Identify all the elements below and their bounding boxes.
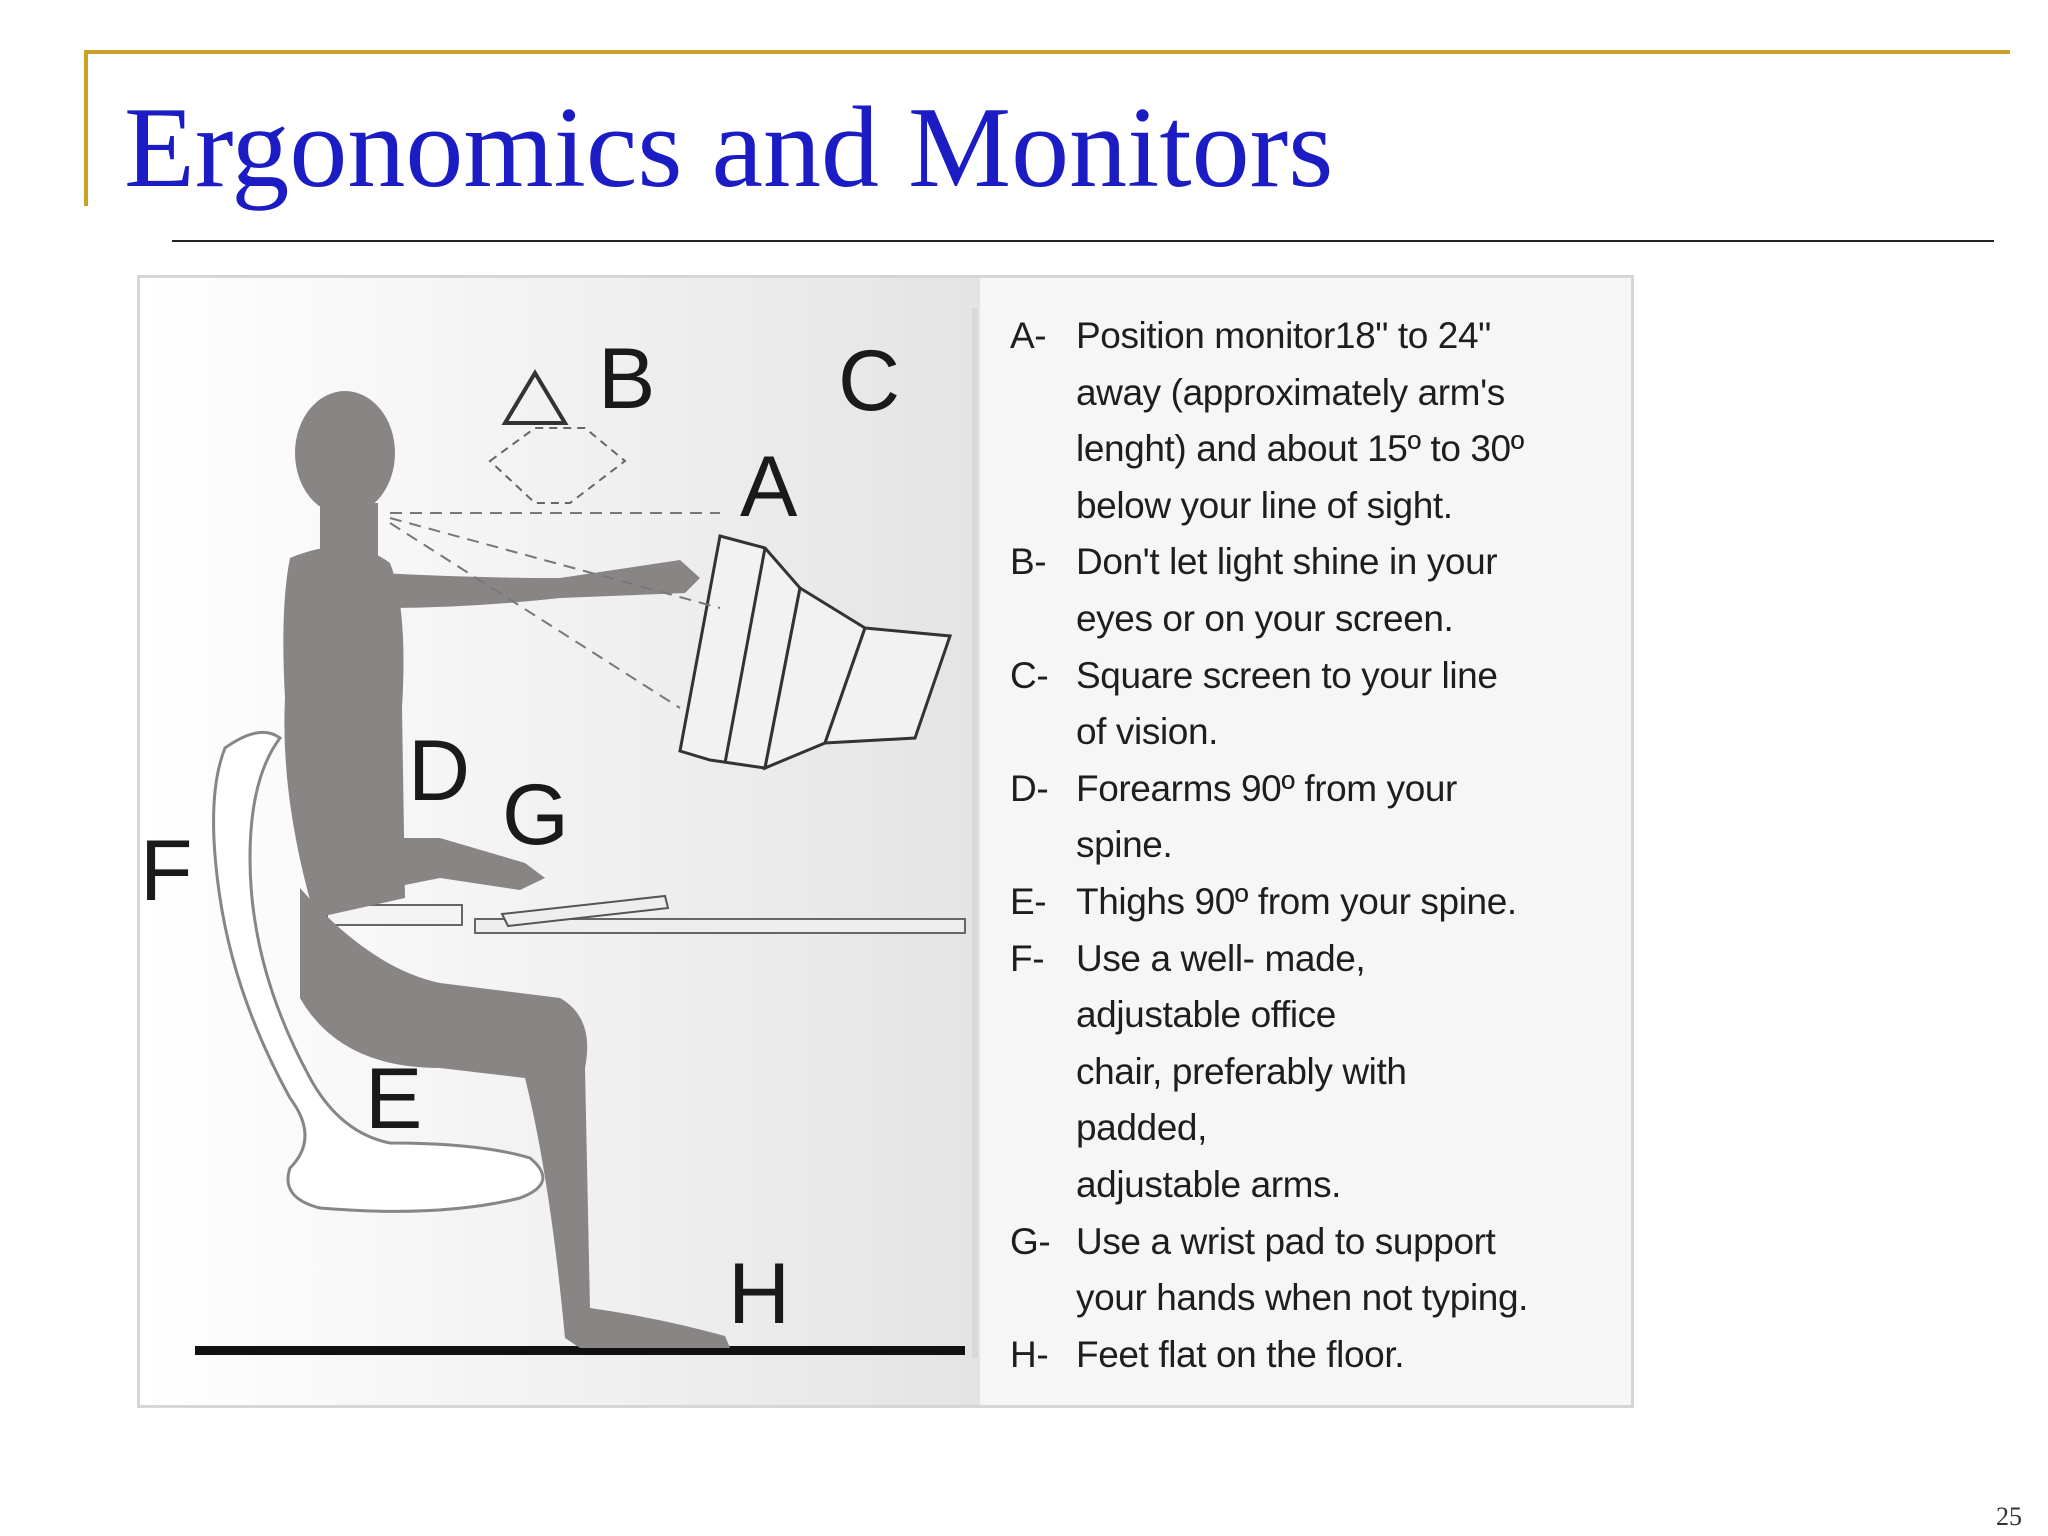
slide-title: Ergonomics and Monitors xyxy=(124,84,1334,212)
legend-item: A- Position monitor18" to 24" away (approx… xyxy=(1010,308,1630,534)
legend-text: Use a wrist pad to support your hands whe… xyxy=(1076,1214,1630,1327)
legend-line: spine. xyxy=(1076,824,1173,866)
legend-item: E- Thighs 90º from your spine. xyxy=(1010,874,1630,931)
legend-text: Use a well- made, adjustable office chair,… xyxy=(1076,931,1630,1214)
label-c: C xyxy=(838,333,900,429)
legend-line: Feet flat on the floor. xyxy=(1076,1333,1405,1375)
legend-line: Forearms 90º from your xyxy=(1076,767,1457,809)
monitor xyxy=(678,534,953,771)
accent-line-left xyxy=(84,50,88,206)
ergonomics-illustration: B C A D G F E H A- Position monitor18" to… xyxy=(137,275,1634,1408)
label-h: H xyxy=(728,1246,790,1342)
legend-key: D- xyxy=(1010,767,1049,809)
legend-key: E- xyxy=(1010,880,1047,922)
legend-text: Feet flat on the floor. xyxy=(1076,1327,1630,1384)
label-d: D xyxy=(408,723,470,819)
legend-item: H- Feet flat on the floor. xyxy=(1010,1327,1630,1384)
legend-line: adjustable office xyxy=(1076,994,1336,1036)
label-e: E xyxy=(365,1051,422,1147)
light-cone xyxy=(488,427,627,504)
legend-text: Square screen to your line of vision. xyxy=(1076,648,1630,761)
legend-key: H- xyxy=(1010,1333,1049,1375)
legend-line: lenght) and about 15º to 30º xyxy=(1076,428,1524,470)
legend-line: Thighs 90º from your spine. xyxy=(1076,880,1517,922)
legend-text: Position monitor18" to 24" away (approxim… xyxy=(1076,308,1630,534)
label-f: F xyxy=(140,823,193,919)
legend-key: A- xyxy=(1010,315,1047,356)
label-b: B xyxy=(598,331,655,427)
legend-key: B- xyxy=(1010,541,1047,583)
sight-lines xyxy=(389,512,721,709)
legend-line: away (approximately arm's xyxy=(1076,371,1505,413)
legend-line: your hands when not typing. xyxy=(1076,1277,1529,1319)
legend-line: adjustable arms. xyxy=(1076,1163,1342,1205)
wall-edge xyxy=(972,308,978,1358)
person-silhouette xyxy=(283,391,730,1348)
floor-line xyxy=(195,1346,965,1355)
legend-key: G- xyxy=(1010,1220,1051,1262)
label-g: G xyxy=(502,767,569,863)
legend-line: of vision. xyxy=(1076,711,1219,753)
legend-line: Position monitor18" to 24" xyxy=(1076,315,1491,356)
title-divider xyxy=(172,240,1994,242)
desk xyxy=(474,918,966,934)
legend-key: F- xyxy=(1010,937,1045,979)
legend-key: C- xyxy=(1010,654,1049,696)
legend-item: B- Don't let light shine in your eyes or o… xyxy=(1010,534,1630,647)
legend-line: Use a well- made, xyxy=(1076,937,1366,979)
legend-text: Forearms 90º from your spine. xyxy=(1076,761,1630,874)
legend-line: Use a wrist pad to support xyxy=(1076,1220,1496,1262)
legend-item: F- Use a well- made, adjustable office chai… xyxy=(1010,931,1630,1214)
legend-background xyxy=(980,278,1631,1405)
legend-item: G- Use a wrist pad to support your hands w… xyxy=(1010,1214,1630,1327)
legend-line: chair, preferably with xyxy=(1076,1050,1407,1092)
ergonomics-diagram: B C A D G F E H xyxy=(140,278,1631,1405)
legend-line: Square screen to your line xyxy=(1076,654,1498,696)
legend-line: below your line of sight. xyxy=(1076,484,1453,526)
legend-list: A- Position monitor18" to 24" away (approx… xyxy=(1010,308,1630,1383)
legend-text: Don't let light shine in your eyes or on … xyxy=(1076,534,1630,647)
legend-line: eyes or on your screen. xyxy=(1076,597,1454,639)
label-a: A xyxy=(740,439,798,535)
legend-item: C- Square screen to your line of vision. xyxy=(1010,648,1630,761)
keyboard xyxy=(500,894,670,928)
legend-text: Thighs 90º from your spine. xyxy=(1076,874,1630,931)
accent-line-top xyxy=(84,50,2010,54)
legend-item: D- Forearms 90º from your spine. xyxy=(1010,761,1630,874)
legend-line: padded, xyxy=(1076,1107,1207,1149)
light-source-icon xyxy=(501,369,569,425)
chair xyxy=(212,730,545,1213)
legend-line: Don't let light shine in your xyxy=(1076,541,1498,583)
page-number: 25 xyxy=(1996,1502,2022,1531)
